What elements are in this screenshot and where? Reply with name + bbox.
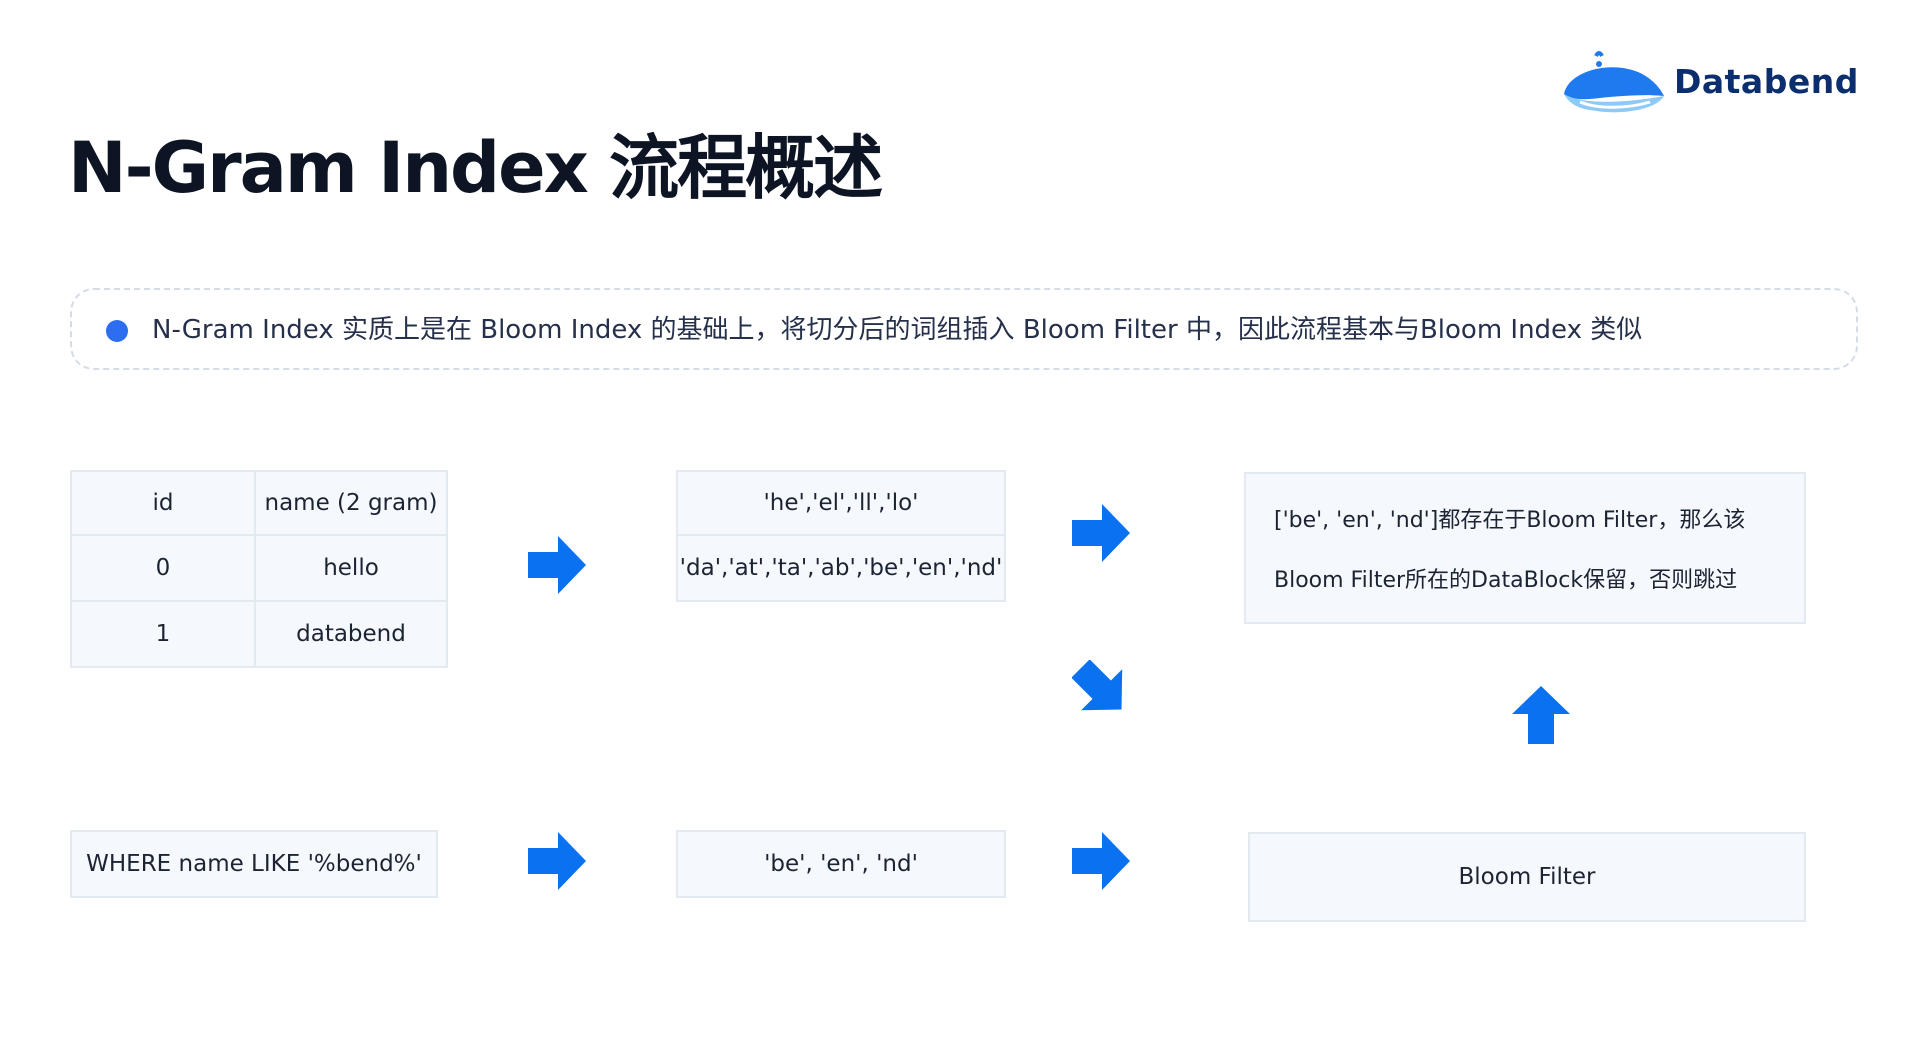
table-header-name: name (2 gram) [254,470,448,536]
page-title: N-Gram Index 流程概述 [68,127,883,209]
arrow-right-icon [1072,832,1130,890]
table-cell: databend [254,600,448,668]
arrow-up-icon [1512,686,1570,744]
result-line-1: ['be', 'en', 'nd']都存在于Bloom Filter，那么该 [1274,508,1746,533]
logo-wordmark: Databend [1674,62,1859,101]
gram-box-hello: 'he','el','ll','lo' [676,470,1006,536]
bloom-filter-box: Bloom Filter [1248,832,1806,922]
query-gram-box: 'be', 'en', 'nd' [676,830,1006,898]
result-box: ['be', 'en', 'nd']都存在于Bloom Filter，那么该 B… [1244,472,1806,624]
gram-box-databend: 'da','at','ta','ab','be','en','nd' [676,534,1006,602]
result-line-2: Bloom Filter所在的DataBlock保留，否则跳过 [1274,568,1738,593]
table-header-id: id [70,470,256,536]
table-cell: 0 [70,534,256,602]
bullet-dot [106,320,128,342]
table-cell: hello [254,534,448,602]
logo: Databend [1560,50,1870,120]
arrow-right-icon [1072,504,1130,562]
query-box: WHERE name LIKE '%bend%' [70,830,438,898]
table-cell: 1 [70,600,256,668]
whale-icon [1564,51,1664,113]
arrow-right-icon [528,536,586,594]
arrow-down-right-icon [1072,660,1130,718]
summary-callout: N-Gram Index 实质上是在 Bloom Index 的基础上，将切分后… [70,288,1858,370]
summary-text: N-Gram Index 实质上是在 Bloom Index 的基础上，将切分后… [152,315,1643,345]
arrow-right-icon [528,832,586,890]
